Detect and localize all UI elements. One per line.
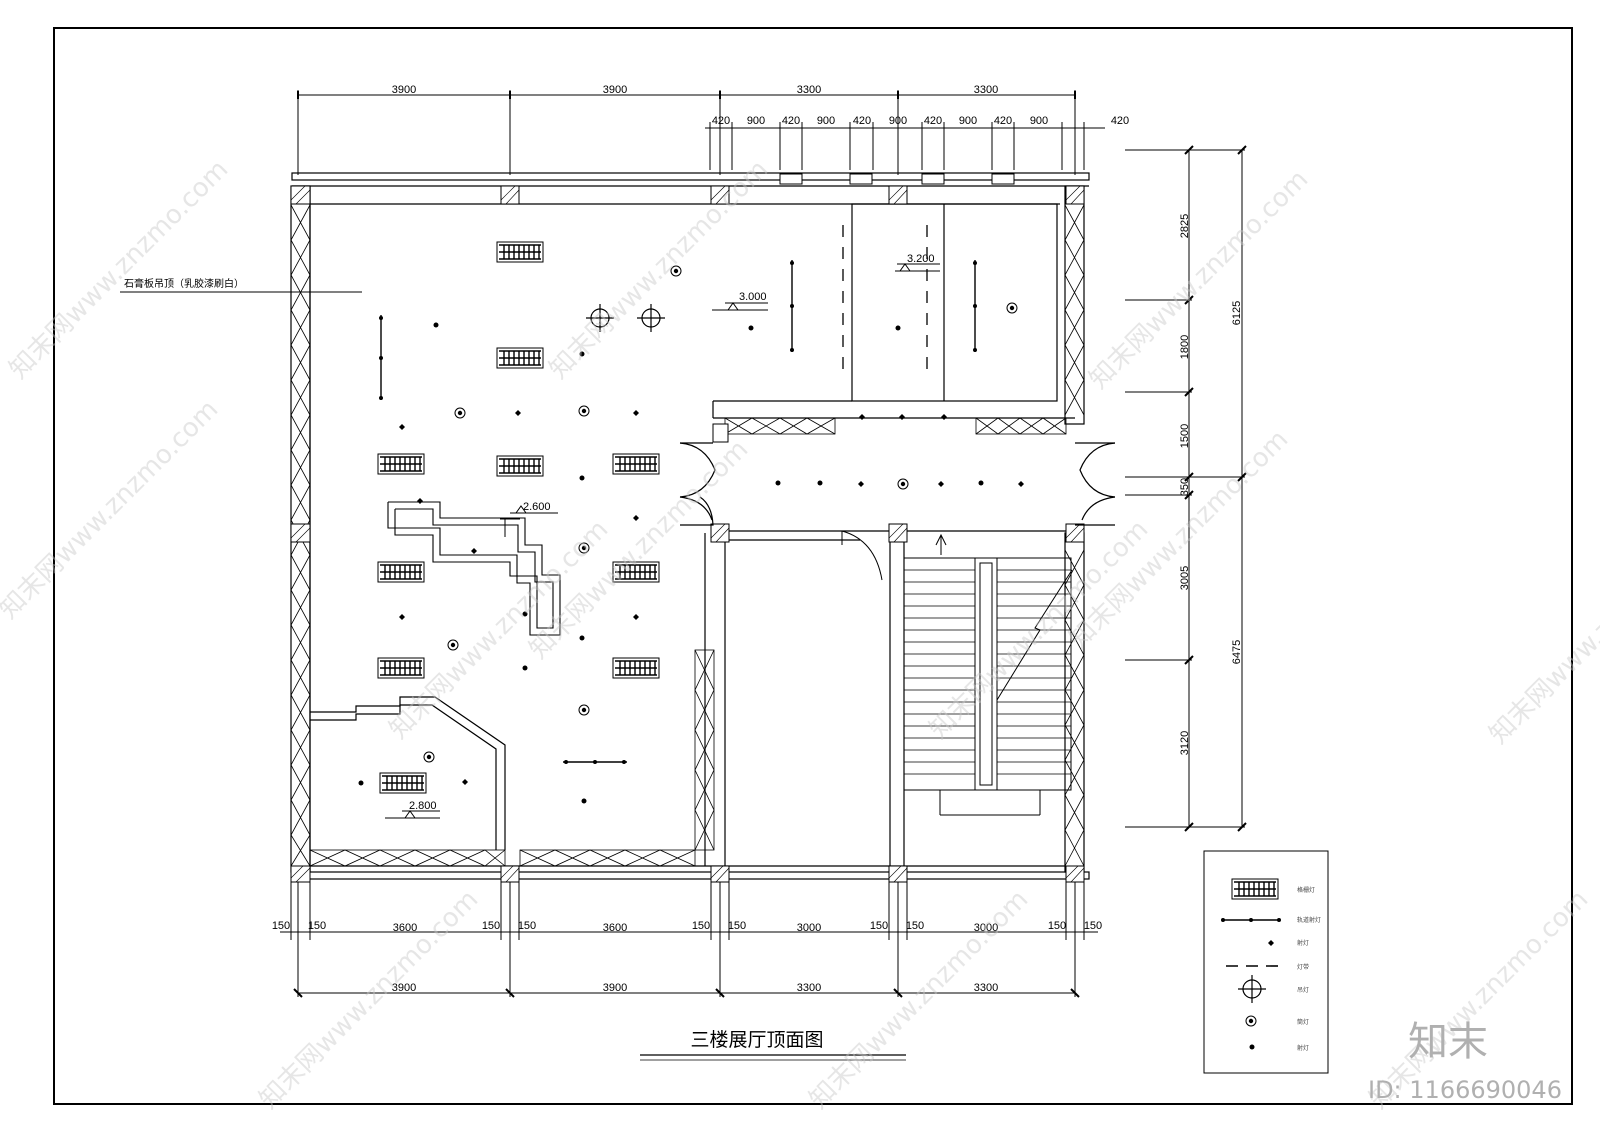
legend-label: 轨道射灯 — [1297, 916, 1321, 924]
bottom-sub-dim: 150 — [692, 920, 710, 932]
right-dim-1800: 1800 — [1179, 335, 1191, 359]
top-dim-4: 3300 — [974, 84, 998, 96]
curved-openings — [679, 442, 1116, 526]
spot-light-icon — [1268, 940, 1274, 946]
downlight-icon — [1245, 1015, 1257, 1027]
legend-label: 射灯 — [1297, 1044, 1309, 1052]
level-3000: 3.000 — [739, 291, 767, 303]
door-swing — [841, 530, 883, 581]
ceiling-note: 石膏板吊顶（乳胶漆刷白） — [124, 277, 244, 290]
bottom-sub-dim: 150 — [728, 920, 746, 932]
top-sub-dim: 900 — [889, 115, 907, 127]
svg-text:知末网www.znzmo.com: 知末网www.znzmo.com — [4, 154, 235, 385]
svg-text:知末网www.znzmo.com: 知末网www.znzmo.com — [544, 154, 775, 385]
legend-label: 射灯 — [1297, 939, 1309, 947]
right-dim-1500: 1500 — [1179, 424, 1191, 448]
right-total-6125: 6125 — [1231, 301, 1243, 325]
right-wall-hatch — [1064, 204, 1085, 867]
lower-left-room — [310, 696, 506, 850]
ceiling-lamp-icon — [1238, 975, 1266, 1003]
svg-text:知末网www.znzmo.com: 知末网www.znzmo.com — [1484, 519, 1600, 750]
bottom-sub-dim: 3600 — [603, 922, 627, 934]
svg-text:知末网www.znzmo.com: 知末网www.znzmo.com — [804, 884, 1035, 1115]
bottom-dim-2: 3900 — [603, 982, 627, 994]
bottom-sub-dim: 150 — [272, 920, 290, 932]
drawing-frame — [53, 27, 1573, 1105]
right-dim-3120: 3120 — [1179, 731, 1191, 755]
small-downlights — [358, 322, 984, 804]
right-dimension-lines — [1125, 145, 1247, 832]
brand-watermark: 知末 — [1408, 1019, 1488, 1065]
top-sub-dim: 420 — [994, 115, 1012, 127]
bottom-sub-dim: 3000 — [974, 922, 998, 934]
grille-light-icon — [1231, 878, 1279, 900]
light-strips — [842, 225, 928, 375]
top-sub-dim: 420 — [782, 115, 800, 127]
top-sub-dim: 420 — [924, 115, 942, 127]
spot-lights — [399, 410, 1024, 785]
track-light-icon — [1221, 918, 1281, 922]
column-hatching — [290, 185, 1085, 883]
bottom-dim-3: 3300 — [797, 982, 821, 994]
top-dim-3: 3300 — [797, 84, 821, 96]
right-dim-350: 350 — [1179, 478, 1191, 496]
stepped-ceiling-feature — [387, 501, 561, 636]
top-dim-2: 3900 — [603, 84, 627, 96]
top-dim-1: 3900 — [392, 84, 416, 96]
legend: 格栅灯 轨道射灯 射灯 灯带 吊灯 筒灯 射灯 — [1203, 850, 1329, 1074]
level-3200: 3.200 — [907, 253, 935, 265]
stair-treads — [904, 569, 1071, 775]
bottom-sub-dim: 150 — [906, 920, 924, 932]
grille-lights — [377, 241, 660, 794]
svg-text:知末网www.znzmo.com: 知末网www.znzmo.com — [254, 884, 485, 1115]
id-watermark: ID: 1166690046 — [1368, 1076, 1562, 1104]
watermarks: 知末网www.znzmo.com 知末网www.znzmo.com 知末网www… — [0, 154, 1600, 1115]
bottom-sub-dim: 150 — [870, 920, 888, 932]
bottom-dimension-lines — [280, 882, 1098, 998]
bottom-dim-4: 3300 — [974, 982, 998, 994]
svg-text:知末网www.znzmo.com: 知末网www.znzmo.com — [1084, 164, 1315, 395]
svg-text:知末网www.znzmo.com: 知末网www.znzmo.com — [0, 394, 224, 625]
bottom-sub-dim: 150 — [308, 920, 326, 932]
bottom-dim-1: 3900 — [392, 982, 416, 994]
level-markers — [385, 263, 940, 819]
legend-label: 灯带 — [1297, 963, 1309, 971]
bottom-sub-dim: 150 — [518, 920, 536, 932]
top-sub-dim: 900 — [817, 115, 835, 127]
corridor-wall-hatch — [724, 417, 1067, 435]
top-sub-dim: 900 — [1030, 115, 1048, 127]
top-window-markers — [779, 173, 1015, 185]
right-dim-2825: 2825 — [1179, 214, 1191, 238]
drawing-title: 三楼展厅顶面图 — [690, 1029, 823, 1051]
bottom-sub-dim: 150 — [1048, 920, 1066, 932]
top-sub-dim: 420 — [712, 115, 730, 127]
bottom-wall-hatch — [309, 649, 715, 867]
top-sub-dim: 900 — [747, 115, 765, 127]
svg-text:知末网www.znzmo.com: 知末网www.znzmo.com — [1064, 424, 1295, 655]
ceiling-lamps — [586, 304, 665, 332]
bottom-sub-dim: 3600 — [393, 922, 417, 934]
staircase — [903, 533, 1073, 816]
small-downlight-icon — [1249, 1044, 1255, 1050]
top-sub-dim: 900 — [959, 115, 977, 127]
right-dim-3005: 3005 — [1179, 566, 1191, 590]
top-sub-dim: 420 — [1111, 115, 1129, 127]
bottom-sub-dim: 150 — [482, 920, 500, 932]
bottom-sub-dim: 3000 — [797, 922, 821, 934]
track-light-dots — [379, 261, 977, 764]
downlights — [423, 265, 1018, 763]
legend-label: 筒灯 — [1297, 1018, 1309, 1026]
level-2800: 2.800 — [409, 800, 437, 812]
legend-label: 格栅灯 — [1297, 886, 1315, 894]
right-total-6475: 6475 — [1231, 640, 1243, 664]
legend-label: 吊灯 — [1297, 986, 1309, 994]
top-dimension-lines — [297, 90, 1105, 175]
level-2600: 2.600 — [523, 501, 551, 513]
bottom-sub-dim: 150 — [1084, 920, 1102, 932]
top-sub-dim: 420 — [853, 115, 871, 127]
